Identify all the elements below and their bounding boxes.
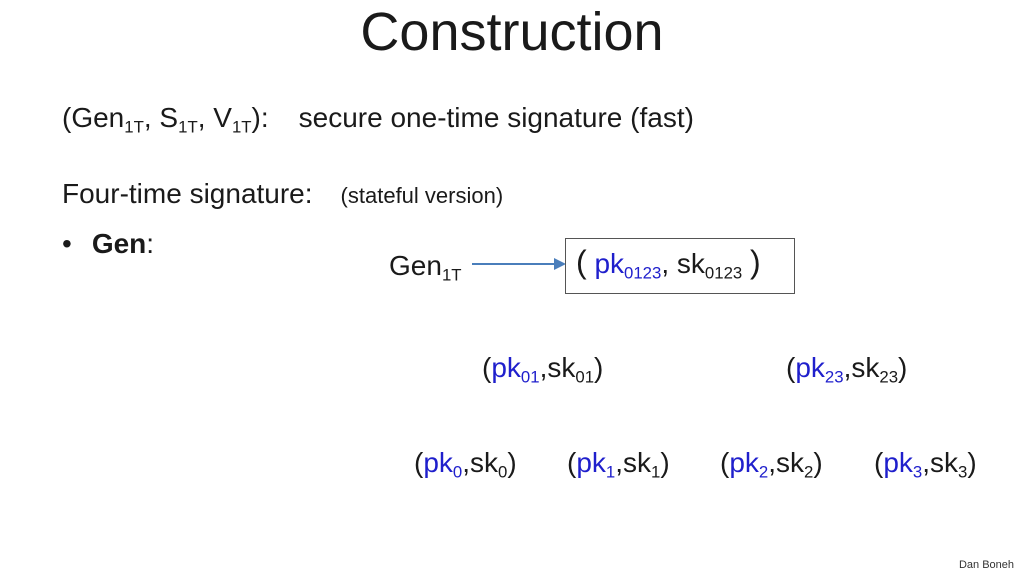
bullet-dot-icon: • xyxy=(62,228,72,259)
key-pair-3: (pk3,sk3) xyxy=(874,447,977,482)
key-pair-2: (pk2,sk2) xyxy=(720,447,823,482)
key-pair-1: (pk1,sk1) xyxy=(567,447,670,482)
stateful-note: (stateful version) xyxy=(340,183,504,208)
key-pair-0: (pk0,sk0) xyxy=(414,447,517,482)
key-pair-23: (pk23,sk23) xyxy=(786,352,908,387)
one-time-signature-line: (Gen1T, S1T, V1T):secure one-time signat… xyxy=(62,102,694,137)
four-time-signature-label: Four-time signature: xyxy=(62,178,313,209)
verify-label: V xyxy=(213,102,232,133)
root-generator: Gen1T xyxy=(389,250,462,285)
gen-label: Gen xyxy=(71,102,125,133)
root-key-pair: ( pk0123, sk0123 ) xyxy=(576,244,761,283)
sign-label: S xyxy=(159,102,179,133)
slide-title: Construction xyxy=(360,2,664,62)
root-key-box xyxy=(565,238,795,294)
key-pair-01: (pk01,sk01) xyxy=(482,352,604,387)
gen-bullet-label: Gen xyxy=(91,228,147,259)
four-time-signature-line: Four-time signature: (stateful version) xyxy=(62,176,503,214)
one-time-signature-description: secure one-time signature (fast) xyxy=(298,102,694,133)
author-footer: Dan Boneh xyxy=(958,559,1014,571)
gen-bullet: •Gen: xyxy=(62,228,155,259)
arrow-right-icon xyxy=(472,258,566,270)
